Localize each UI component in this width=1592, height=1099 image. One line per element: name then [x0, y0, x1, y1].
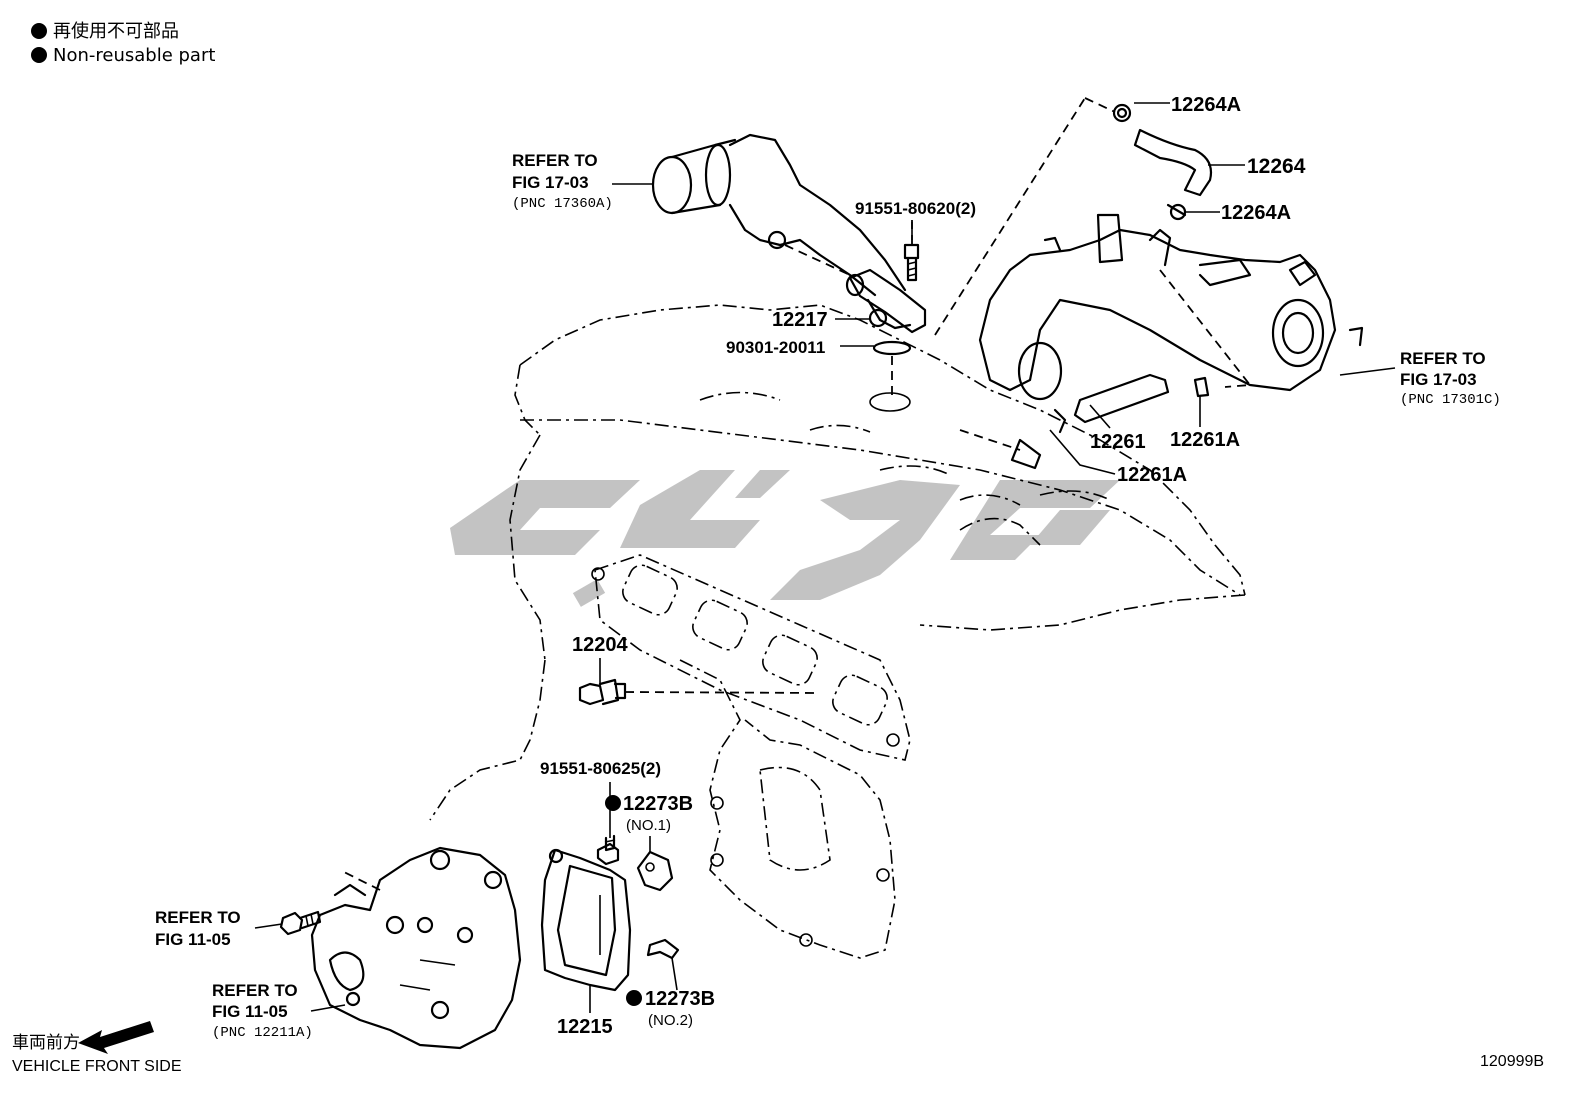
part-number-label: 12264: [1247, 155, 1306, 178]
legend-japanese: 再使用不可部品: [53, 21, 179, 42]
part-number-label: 12261A: [1117, 464, 1187, 486]
vehicle-front-japanese: 車両前方: [12, 1033, 80, 1053]
part-number-label: 12217: [772, 309, 828, 331]
bolt-left: [279, 910, 322, 936]
refer-label: REFER TO: [155, 908, 241, 927]
part-sub-label: (NO.1): [626, 817, 671, 834]
part-number-label: 12204: [572, 634, 628, 656]
part-number-label: 12273B: [623, 793, 693, 815]
refer-label: FIG 17-03: [1400, 370, 1477, 389]
pump-housing: [310, 846, 522, 1050]
timing-cover-outline: [679, 659, 896, 959]
refer-label: REFER TO: [1400, 349, 1486, 368]
arrow-left-icon: [78, 1021, 154, 1054]
water-outlet-housing: [651, 133, 907, 297]
refer-label: FIG 11-05: [155, 930, 231, 949]
refer-label: REFER TO: [212, 981, 298, 1000]
part-number-label: 12261: [1090, 431, 1146, 453]
o-ring-90301: [869, 340, 912, 412]
watermark-logo: [450, 470, 1120, 607]
refer-pnc-label: (PNC 17301C): [1400, 392, 1501, 408]
water-pipe-assembly: [978, 213, 1364, 434]
refer-label: FIG 17-03: [512, 173, 589, 192]
refer-pnc-label: (PNC 12211A): [212, 1025, 313, 1041]
part-number-label: 12261A: [1170, 429, 1240, 451]
non-reusable-bullet-icon: [626, 990, 642, 1006]
legend-english: Non-reusable part: [53, 45, 215, 66]
part-number-label: 12273B: [645, 988, 715, 1010]
part-sub-label: (NO.2): [648, 1012, 693, 1029]
part-number-label: 12264A: [1171, 94, 1241, 116]
refer-label: FIG 11-05: [212, 1002, 288, 1021]
part-number-label: 12264A: [1221, 202, 1291, 224]
part-number-label: 12215: [557, 1016, 613, 1038]
vehicle-front-english: VEHICLE FRONT SIDE: [12, 1058, 182, 1075]
gasket-12273b-no2: [646, 938, 680, 960]
engine-block-outline: [429, 304, 1246, 821]
gasket-12273b-no1: [636, 850, 674, 892]
legend: 再使用不可部品 Non-reusable part: [31, 21, 215, 66]
bolt-91551-80625: [596, 834, 620, 866]
bullet-icon: [31, 23, 47, 39]
refer-pnc-label: (PNC 17360A): [512, 196, 613, 212]
housing-12215: [540, 848, 632, 992]
leader-lines: [254, 102, 1396, 1013]
bypass-pipe-12217: [845, 268, 927, 334]
non-reusable-bullet-icon: [605, 795, 621, 811]
part-number-label: 91551-80625(2): [540, 759, 661, 778]
figure-code: 120999B: [1480, 1053, 1544, 1070]
footer: 車両前方 VEHICLE FRONT SIDE 120999B: [12, 1021, 1544, 1075]
dashed-reference-box: [934, 97, 1252, 470]
bullet-icon: [31, 47, 47, 63]
manifold-gasket: [591, 554, 911, 761]
sensor-12204: [578, 678, 821, 706]
refer-label: REFER TO: [512, 151, 598, 170]
callout-labels: REFER TO FIG 17-03 (PNC 17360A) 12264A 1…: [155, 94, 1501, 1041]
part-number-label: 90301-20011: [726, 338, 825, 357]
part-number-label: 91551-80620(2): [855, 199, 976, 218]
hose-12264: [1112, 103, 1213, 221]
